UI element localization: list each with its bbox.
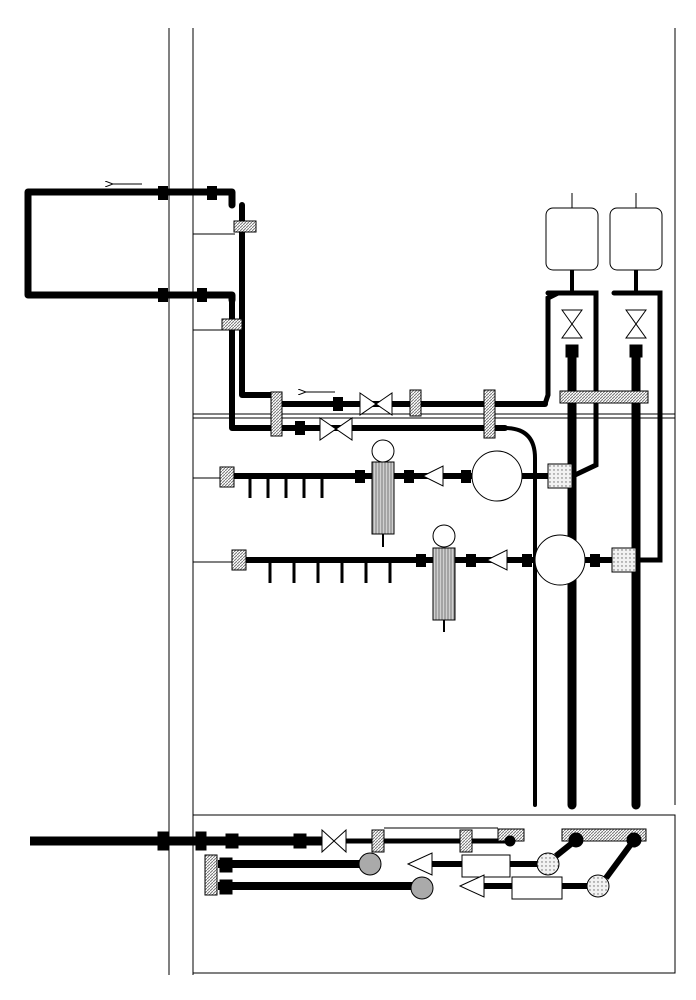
equipment-room-frame xyxy=(192,814,676,974)
header-fittings xyxy=(295,397,343,435)
lower-branch-fittings xyxy=(416,554,600,567)
expansion-tank-2-icon xyxy=(609,207,663,271)
expansion-tanks xyxy=(545,193,663,293)
loop-sensor-1 xyxy=(233,220,257,233)
loop-fittings xyxy=(158,186,257,331)
valve-icon xyxy=(319,392,393,441)
pump-upper-icon xyxy=(471,450,523,502)
return-riser xyxy=(503,426,537,807)
loop-return-pipe-upper xyxy=(239,202,278,398)
loop-pipe xyxy=(24,188,236,304)
header-lines xyxy=(272,290,561,807)
strainer-upper-icon xyxy=(547,463,573,489)
loop-return-pipe-lower xyxy=(229,297,278,431)
pump-lower-icon xyxy=(534,534,586,586)
tank1-feed xyxy=(542,290,561,407)
upper-branch xyxy=(219,439,573,547)
header-flanges xyxy=(270,389,496,439)
manifold-upper-outlets xyxy=(248,479,324,498)
filter-upper-gauge-icon xyxy=(371,439,395,463)
loop-sensor-2 xyxy=(221,318,243,331)
riser-valves xyxy=(559,309,649,404)
filter-lower-gauge-icon xyxy=(432,524,456,548)
equipment-room xyxy=(30,827,647,900)
lower-branch xyxy=(231,524,637,632)
expansion-tank-1-icon xyxy=(545,207,599,271)
external-loop xyxy=(24,188,278,431)
crossover-manifold xyxy=(559,390,649,404)
upper-branch-fittings xyxy=(355,470,471,483)
filter-lower-icon xyxy=(432,547,456,621)
filter-upper-icon xyxy=(371,461,395,535)
manifold-lower-outlets xyxy=(268,563,392,583)
strainer-lower-icon xyxy=(611,547,637,573)
check-valve-icon xyxy=(421,465,444,487)
